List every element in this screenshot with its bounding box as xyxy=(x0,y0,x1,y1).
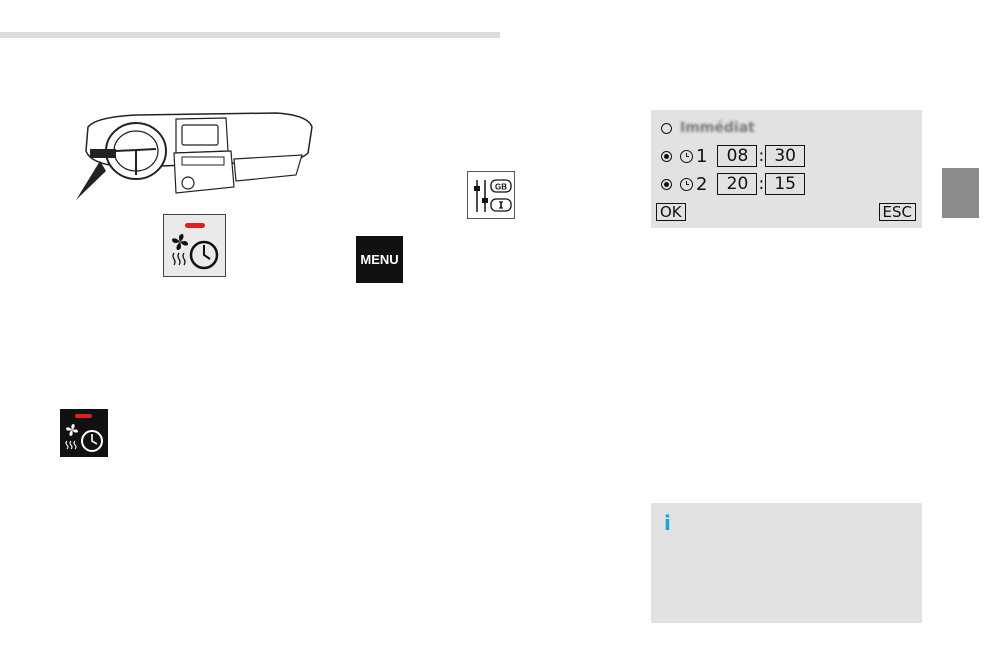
radio-timer1[interactable] xyxy=(661,150,672,162)
clock-icon xyxy=(680,149,693,163)
esc-button[interactable]: ESC xyxy=(878,203,916,221)
preheat-timer-small-icon xyxy=(60,409,108,457)
settings-sliders-icon: GB xyxy=(474,179,512,212)
settings-button[interactable]: GB xyxy=(467,171,515,219)
option-immediate-label: Immédiat xyxy=(680,120,755,136)
menu-button-label: MENU xyxy=(360,252,399,267)
red-indicator xyxy=(185,223,205,228)
preheat-timer-button[interactable] xyxy=(163,214,226,277)
time-separator: : xyxy=(758,174,765,194)
timer2-row: 2 20 : 15 xyxy=(661,173,806,195)
time-separator: : xyxy=(758,146,765,166)
timer1-minutes-field[interactable]: 30 xyxy=(765,145,806,167)
top-rule xyxy=(0,32,500,38)
timer1-hours-field[interactable]: 08 xyxy=(717,145,758,167)
fan-clock-icon xyxy=(172,223,219,270)
timer2-minutes-field[interactable]: 15 xyxy=(765,173,806,195)
dashboard-illustration xyxy=(76,112,313,200)
radio-immediate[interactable] xyxy=(661,122,672,134)
timer2-number: 2 xyxy=(696,173,708,195)
timer1-row: 1 08 : 30 xyxy=(661,145,806,167)
preheat-screen: Immédiat 1 08 : 30 2 20 : 15 OK ESC xyxy=(651,110,922,228)
ok-button[interactable]: OK xyxy=(656,203,686,221)
settings-icon-label: GB xyxy=(495,183,507,192)
info-icon: i xyxy=(664,511,671,535)
timer1-number: 1 xyxy=(696,145,708,167)
section-tab xyxy=(942,168,979,218)
menu-button[interactable]: MENU xyxy=(356,236,403,283)
radio-timer2[interactable] xyxy=(661,178,672,190)
timer2-hours-field[interactable]: 20 xyxy=(717,173,758,195)
red-indicator-small xyxy=(75,414,92,418)
clock-icon xyxy=(680,177,693,191)
option-immediate[interactable]: Immédiat xyxy=(661,117,755,139)
info-box: i xyxy=(651,503,922,623)
